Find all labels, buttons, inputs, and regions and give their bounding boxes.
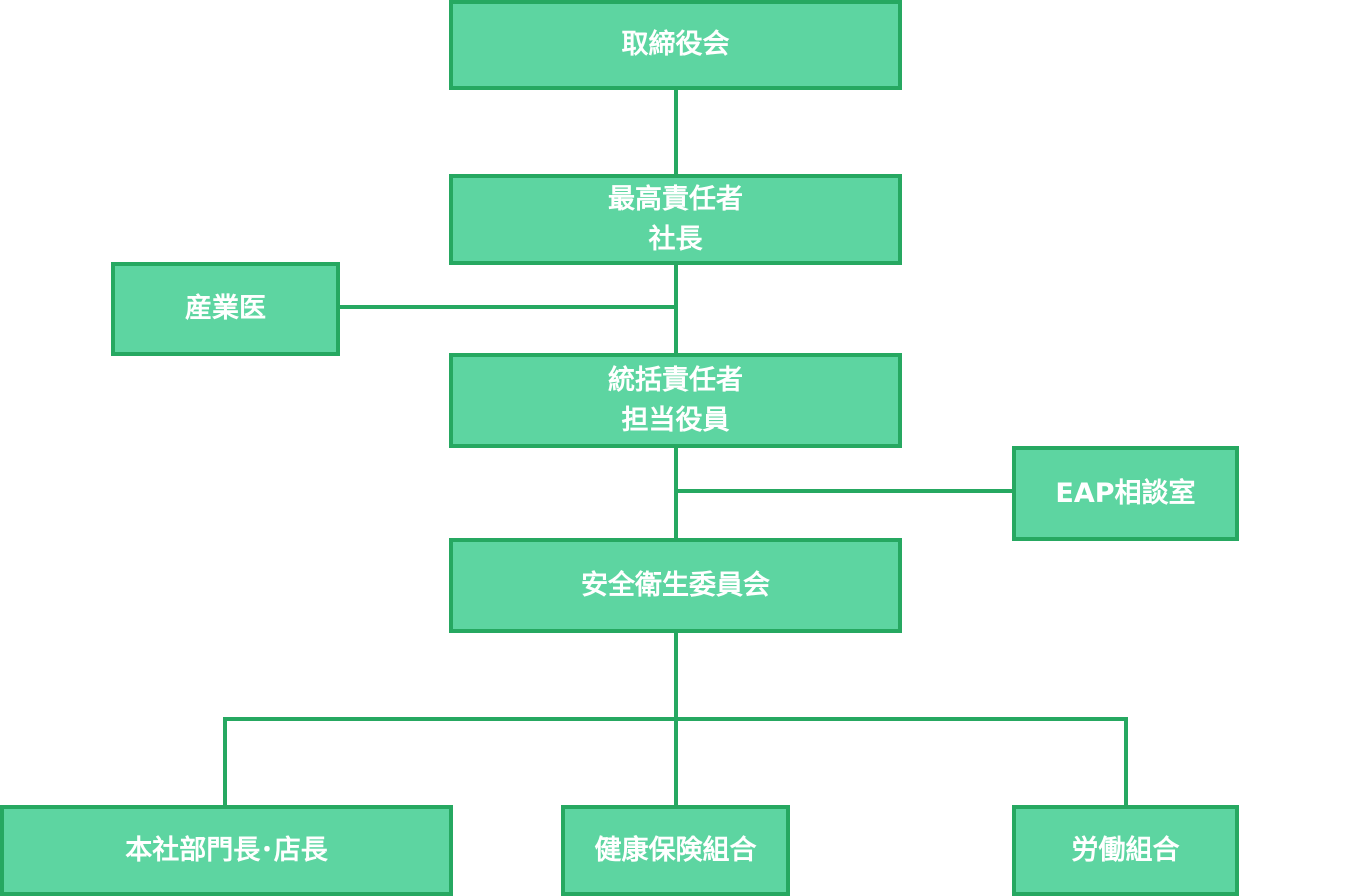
general-manager-role: 担当役員 (621, 404, 730, 436)
industrial-physician-box: 産業医 (111, 262, 340, 356)
eap-office-label: EAP相談室 (1055, 477, 1196, 509)
labor-union-box: 労働組合 (1012, 805, 1239, 896)
chief-officer-title: 最高責任者 (608, 183, 743, 215)
general-manager-title: 統括責任者 (608, 364, 743, 396)
labor-union-label: 労働組合 (1071, 834, 1180, 866)
safety-health-committee-box: 安全衛生委員会 (449, 538, 902, 633)
board-label: 取締役会 (621, 29, 730, 60)
chief-officer-role: 社長 (648, 223, 703, 255)
department-heads-label: 本社部門長･店長 (125, 834, 328, 866)
general-manager-box: 統括責任者 担当役員 (449, 353, 902, 448)
industrial-physician-label: 産業医 (185, 293, 266, 324)
department-heads-box: 本社部門長･店長 (0, 805, 453, 896)
health-insurance-union-label: 健康保険組合 (594, 834, 757, 866)
eap-office-box: EAP相談室 (1012, 446, 1239, 541)
chief-officer-box: 最高責任者 社長 (449, 174, 902, 265)
health-insurance-union-box: 健康保険組合 (561, 805, 790, 896)
safety-health-committee-label: 安全衛生委員会 (581, 569, 770, 601)
board-of-directors-box: 取締役会 (449, 0, 902, 90)
